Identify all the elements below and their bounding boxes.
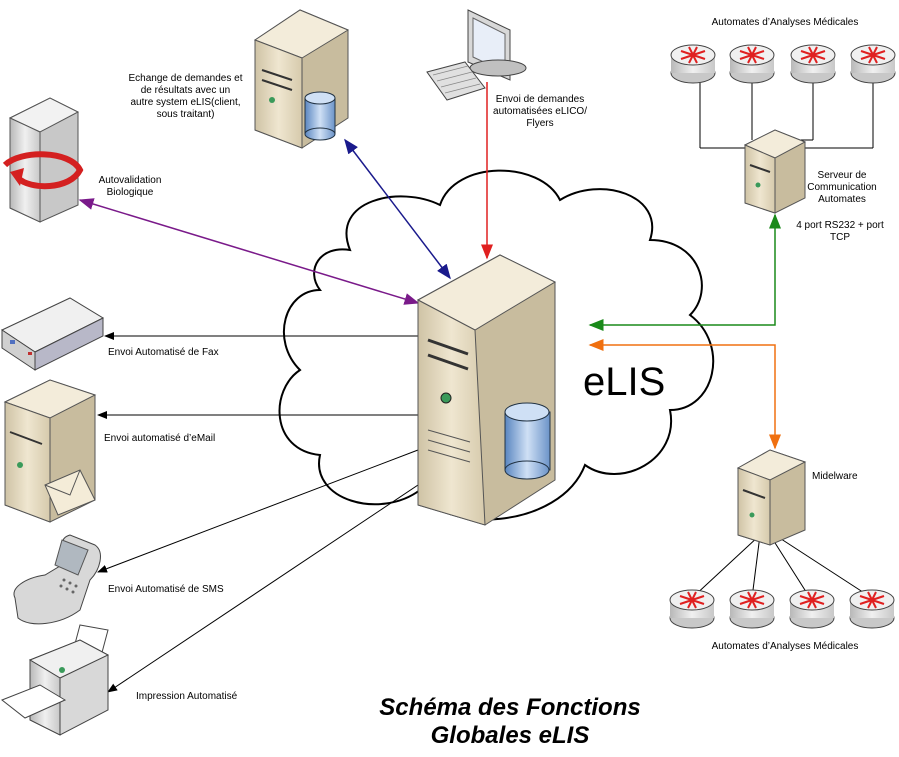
label-email: Envoi automatisé d’eMail: [104, 433, 216, 444]
communication-server-icon: [743, 129, 807, 214]
computer-icon: [426, 9, 527, 101]
rotate-server-icon: [2, 97, 84, 223]
router-icon: [850, 44, 896, 84]
link-midelware: [588, 339, 781, 450]
router-icon: [729, 44, 775, 84]
label-autovalidation: Autovalidation Biologique: [98, 175, 162, 198]
email-server-icon: [3, 379, 97, 523]
link-autovalidation: [78, 198, 420, 305]
label-midelware: Midelware: [812, 471, 858, 482]
elis-server-icon: [416, 254, 557, 526]
diagram-title: Schéma des Fonctions Globales eLIS: [379, 694, 641, 749]
connections: [78, 80, 874, 693]
link-impression: [107, 476, 431, 693]
router-icon: [790, 44, 836, 84]
label-automates-top: Automates d’Analyses Médicales: [711, 17, 859, 28]
router-icon: [669, 589, 715, 629]
label-rs232: 4 port RS232 + port TCP: [796, 220, 884, 243]
server-icon: [253, 9, 350, 149]
core-label: eLIS: [583, 360, 666, 404]
label-serveur: Serveur de Communication Automates: [807, 170, 877, 205]
label-fax: Envoi Automatisé de Fax: [108, 347, 219, 358]
router-icon: [729, 589, 775, 629]
label-automates-bottom: Automates d’Analyses Médicales: [711, 641, 859, 652]
fax-icon: [0, 297, 105, 371]
printer-icon: [1, 624, 110, 736]
midelware-server-icon: [736, 449, 807, 546]
label-echange: Echange de demandes et de résultats avec…: [128, 73, 243, 120]
router-icon: [670, 44, 716, 84]
router-icon: [849, 589, 895, 629]
label-sms: Envoi Automatisé de SMS: [108, 584, 224, 595]
label-envoi-eLICO: Envoi de demandes automatisées eLICO/ Fl…: [493, 94, 587, 129]
link-serveur: [588, 213, 781, 331]
router-icon: [789, 589, 835, 629]
phone-icon: [13, 534, 101, 625]
database-icon: [504, 402, 551, 480]
label-impression: Impression Automatisé: [136, 691, 238, 702]
link-sms: [97, 449, 419, 573]
routers-bottom: [669, 589, 895, 629]
routers-top: [670, 44, 896, 84]
